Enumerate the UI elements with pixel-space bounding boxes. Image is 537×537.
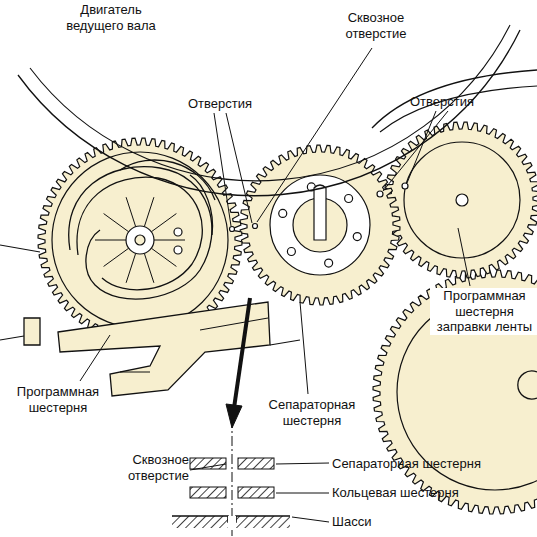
pin [24,318,40,345]
leader-line [276,493,329,494]
leader-line [214,113,231,226]
part-label: Сепараторная шестерня [332,456,481,472]
hole [345,194,353,202]
leader-line [300,302,308,394]
leader-line [292,517,329,522]
spoke [104,248,129,266]
part-label: Кольцевая шестерня [332,485,459,501]
spoke [154,240,185,241]
spoke [126,197,136,226]
hole [279,209,287,217]
spoke [151,248,176,266]
hole [230,227,235,232]
cam-groove [77,177,202,290]
hole [325,259,333,267]
part-label: Отверстия [402,94,482,110]
spoke [126,253,136,282]
frame-line [0,245,300,345]
leader-line [458,228,470,286]
spoke [95,240,126,241]
hub [126,226,154,254]
leader-line [276,463,329,464]
part-label: Шасси [332,514,371,530]
leader-line [383,111,448,191]
leader-line [257,48,372,222]
hole [402,183,408,189]
separator-hub [270,175,370,275]
ring-section [238,487,274,498]
spoke [144,253,154,282]
arrow-head [226,404,242,428]
part-label: Сквозное отверстие [103,452,189,483]
capstan-motor [18,30,520,196]
leader-line [226,113,252,223]
leader-line [80,335,110,381]
hole [174,228,182,236]
hole [377,191,383,197]
part-label: Программная шестерня [6,384,110,415]
ring-section [190,487,226,498]
separator-section [190,458,226,469]
hub-pin [135,235,145,245]
separator-gear [240,145,400,305]
part-edge [518,371,537,399]
cam-groove [69,167,212,299]
gear-rim [52,152,228,328]
through-hole [253,224,258,229]
capstan-motor [30,25,510,181]
part-label: Программная шестерня заправки ленты [430,288,537,335]
part-label: Отверстия [180,96,260,112]
large-gear [373,270,537,514]
cam-groove [120,160,215,235]
part-label: Двигатель ведущего вала [55,2,167,33]
cylinder-edge [372,70,537,128]
shaft [314,185,326,240]
section-arrow [234,298,250,408]
tape-loading-gear [384,122,537,278]
spoke [151,214,176,232]
separator-section [238,458,274,469]
gear-rim [404,142,520,258]
spoke [104,214,129,232]
hole [174,246,182,254]
hole [353,233,361,241]
spoke [144,197,154,226]
hole [287,248,295,256]
chassis-hole [228,516,236,530]
cylinder-edge [380,86,537,132]
hole [456,194,468,206]
leader-line [407,111,436,183]
part-label: Сепараторная шестерня [260,397,364,428]
part-label: Сквозное отверстие [326,10,426,41]
